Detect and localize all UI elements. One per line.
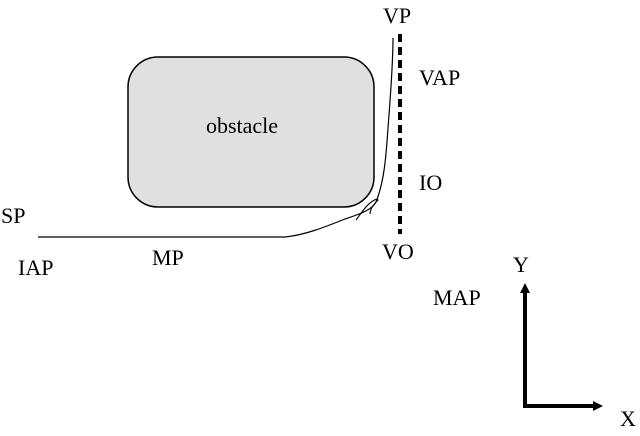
obstacle-shape — [127, 56, 375, 208]
label-vap: VAP — [419, 65, 460, 90]
obstacle-label: obstacle — [206, 113, 278, 138]
label-vp: VP — [383, 3, 411, 28]
label-map: MAP — [433, 285, 481, 310]
label-io: IO — [419, 170, 442, 195]
label-mp: MP — [152, 245, 184, 270]
label-vo: VO — [382, 239, 414, 264]
x-axis-label: X — [620, 406, 636, 431]
path-wiggle — [355, 198, 379, 221]
y-axis-label: Y — [513, 252, 529, 277]
label-sp: SP — [1, 203, 25, 228]
label-iap: IAP — [18, 255, 53, 280]
